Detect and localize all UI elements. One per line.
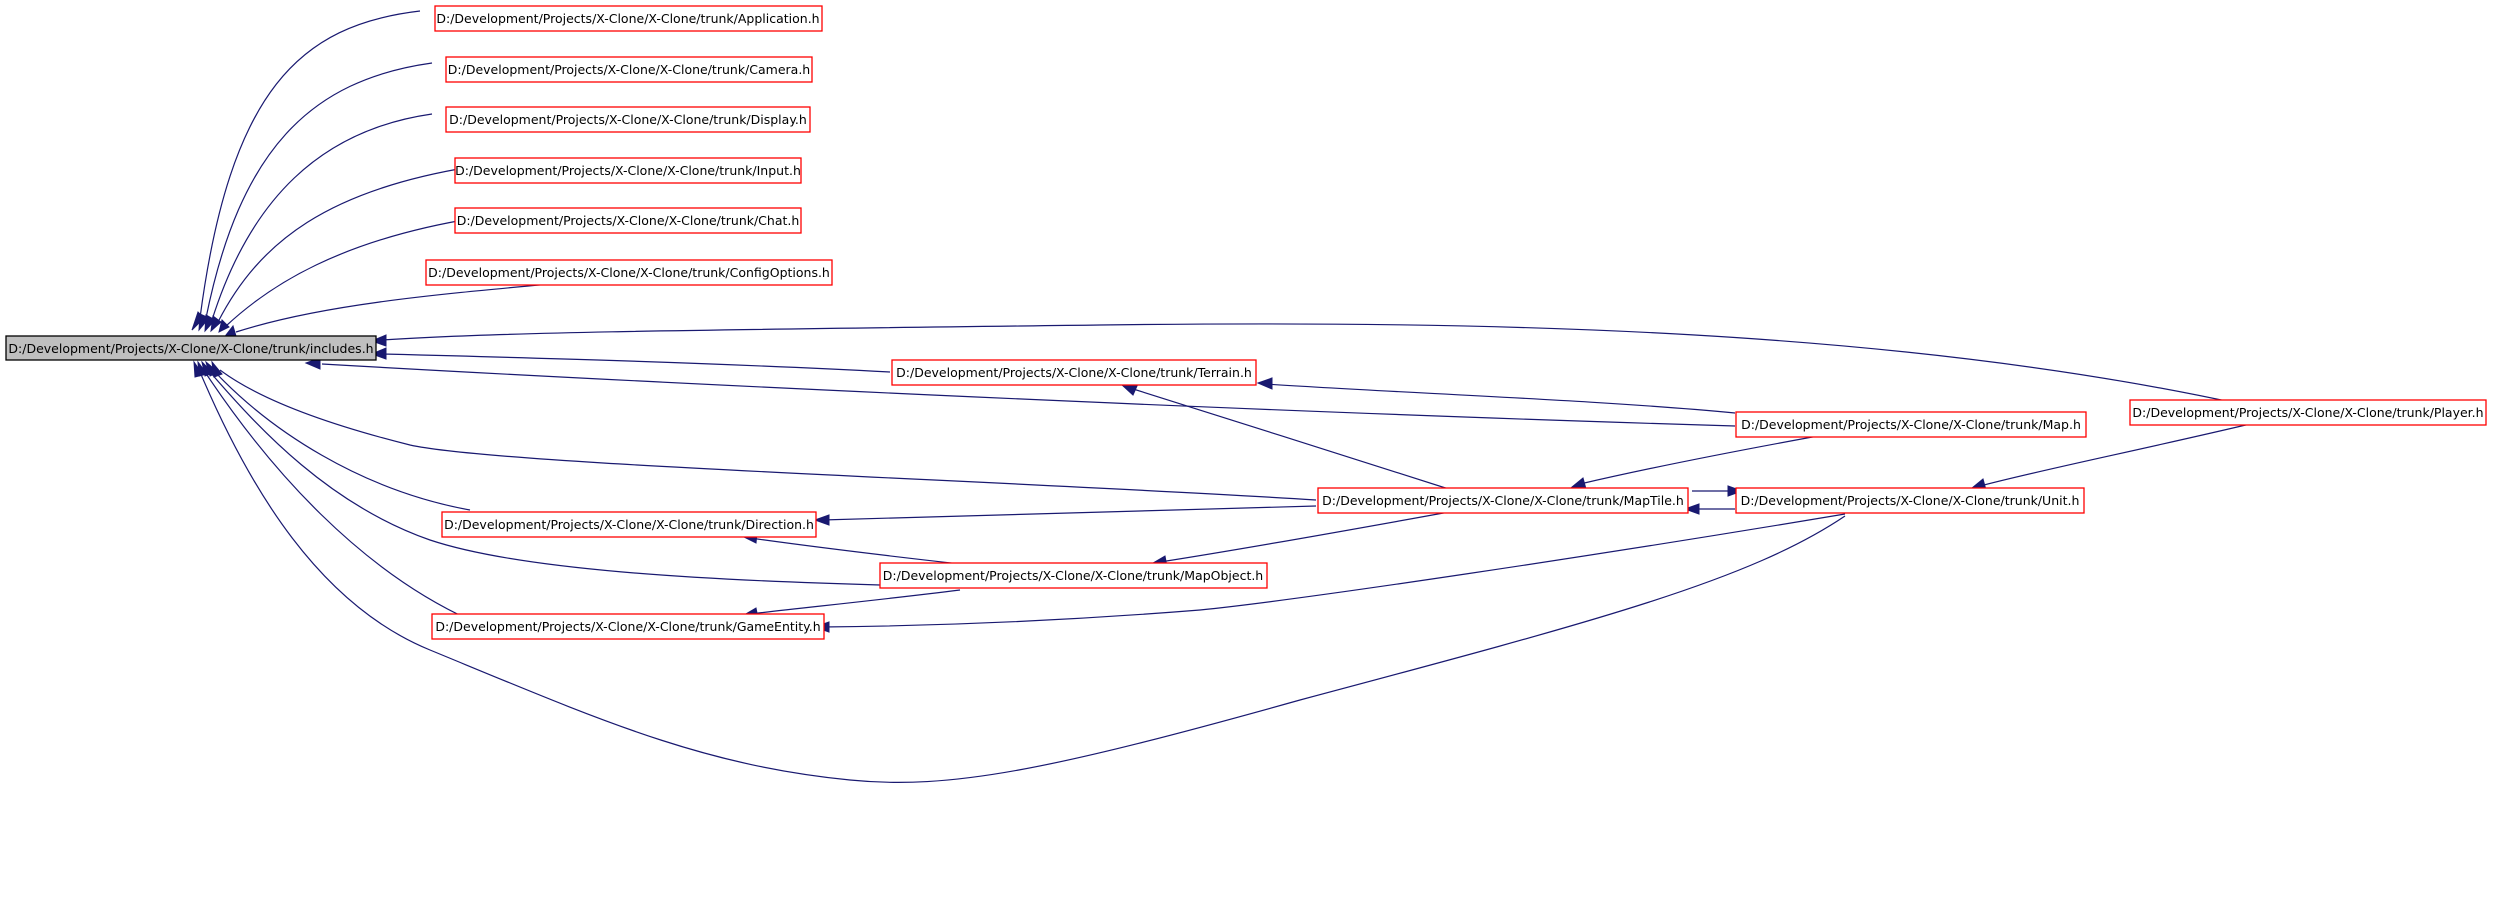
node-terrain-h[interactable]: D:/Development/Projects/X-Clone/X-Clone/…: [891, 359, 1257, 386]
edge-camera-includes: [205, 62, 433, 319]
node-player-h[interactable]: D:/Development/Projects/X-Clone/X-Clone/…: [2129, 399, 2487, 426]
arrowhead: [1727, 485, 1744, 497]
edges: [199, 10, 2251, 783]
node-label: D:/Development/Projects/X-Clone/X-Clone/…: [1741, 493, 2080, 508]
node-label: D:/Development/Projects/X-Clone/X-Clone/…: [457, 213, 800, 228]
arrowhead: [193, 360, 204, 378]
arrowhead: [370, 347, 387, 360]
node-label: D:/Development/Projects/X-Clone/X-Clone/…: [896, 365, 1252, 380]
node-configoptions-h[interactable]: D:/Development/Projects/X-Clone/X-Clone/…: [425, 259, 833, 286]
node-label: D:/Development/Projects/X-Clone/X-Clone/…: [448, 62, 810, 77]
node-input-h[interactable]: D:/Development/Projects/X-Clone/X-Clone/…: [454, 157, 802, 184]
nodes: D:/Development/Projects/X-Clone/X-Clone/…: [5, 5, 2487, 640]
node-application-h[interactable]: D:/Development/Projects/X-Clone/X-Clone/…: [434, 5, 823, 32]
node-label: D:/Development/Projects/X-Clone/X-Clone/…: [444, 517, 814, 532]
edge-gameentity-includes: [204, 371, 471, 621]
node-label: D:/Development/Projects/X-Clone/X-Clone/…: [435, 619, 820, 634]
node-label: D:/Development/Projects/X-Clone/X-Clone/…: [455, 163, 801, 178]
node-label: D:/Development/Projects/X-Clone/X-Clone/…: [883, 568, 1263, 583]
node-includes-h[interactable]: D:/Development/Projects/X-Clone/X-Clone/…: [5, 335, 377, 361]
node-chat-h[interactable]: D:/Development/Projects/X-Clone/X-Clone/…: [454, 207, 802, 234]
edge-map-maptile: [1579, 431, 1841, 485]
edge-unit-includes: [199, 371, 1846, 783]
edge-application-includes: [199, 10, 421, 319]
edge-maptile-mapobject: [1159, 509, 1461, 563]
edge-chat-includes: [225, 217, 476, 327]
edge-direction-includes: [214, 371, 471, 511]
arrowhead: [210, 315, 222, 333]
edge-map-includes: [321, 363, 1736, 427]
arrowhead: [1256, 377, 1273, 390]
node-map-h[interactable]: D:/Development/Projects/X-Clone/X-Clone/…: [1735, 411, 2087, 438]
arrowhead: [370, 334, 387, 347]
node-direction-h[interactable]: D:/Development/Projects/X-Clone/X-Clone/…: [441, 511, 817, 538]
node-gameentity-h[interactable]: D:/Development/Projects/X-Clone/X-Clone/…: [431, 613, 825, 640]
arrowhead: [813, 514, 830, 526]
arrowhead: [1120, 384, 1138, 396]
edge-player-unit: [1979, 423, 2251, 487]
edge-mapobject-gameentity: [749, 589, 961, 615]
edge-unit-gameentity: [821, 513, 1846, 628]
edge-display-includes: [211, 113, 433, 321]
node-label: D:/Development/Projects/X-Clone/X-Clone/…: [1741, 417, 2081, 432]
edge-maptile-includes: [219, 369, 1317, 501]
node-camera-h[interactable]: D:/Development/Projects/X-Clone/X-Clone/…: [445, 56, 813, 83]
node-label: D:/Development/Projects/X-Clone/X-Clone/…: [2132, 405, 2483, 420]
edge-map-terrain: [1264, 383, 1736, 414]
node-label: D:/Development/Projects/X-Clone/X-Clone/…: [436, 11, 819, 26]
node-maptile-h[interactable]: D:/Development/Projects/X-Clone/X-Clone/…: [1317, 487, 1689, 514]
node-display-h[interactable]: D:/Development/Projects/X-Clone/X-Clone/…: [445, 106, 811, 133]
edge-input-includes: [217, 166, 471, 323]
edge-player-includes: [381, 323, 2241, 405]
edge-maptile-direction: [821, 505, 1317, 521]
edge-terrain-includes: [381, 353, 891, 373]
node-mapobject-h[interactable]: D:/Development/Projects/X-Clone/X-Clone/…: [879, 562, 1268, 589]
edge-mapobject-direction: [749, 537, 961, 565]
arrowhead: [218, 319, 230, 333]
node-label: D:/Development/Projects/X-Clone/X-Clone/…: [1322, 493, 1684, 508]
edge-configoptions-includes: [235, 283, 551, 333]
node-label: D:/Development/Projects/X-Clone/X-Clone/…: [428, 265, 830, 280]
node-unit-h[interactable]: D:/Development/Projects/X-Clone/X-Clone/…: [1735, 487, 2085, 514]
arrowhead: [1683, 503, 1700, 515]
node-label: D:/Development/Projects/X-Clone/X-Clone/…: [8, 341, 373, 356]
edge-mapobject-includes: [209, 371, 881, 586]
node-label: D:/Development/Projects/X-Clone/X-Clone/…: [449, 112, 807, 127]
edge-maptile-terrain: [1129, 387, 1456, 492]
